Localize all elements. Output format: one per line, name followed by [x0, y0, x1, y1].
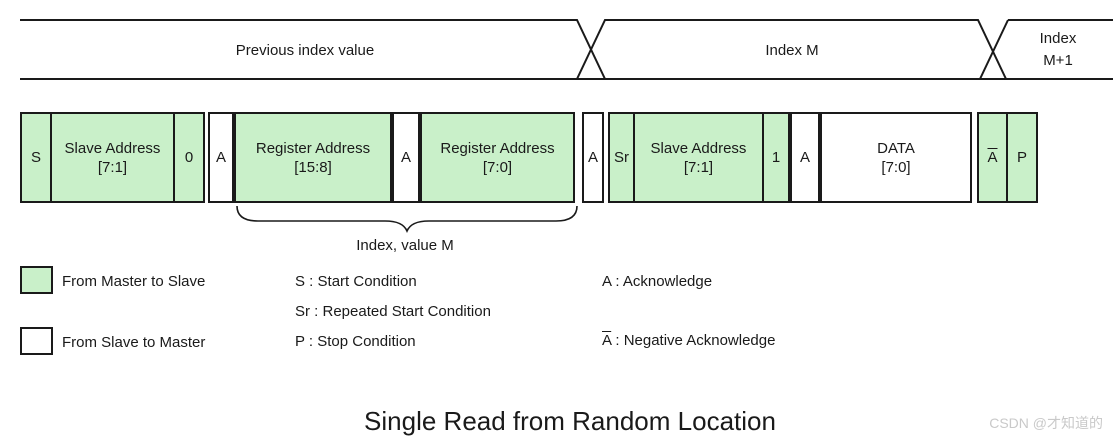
def-text-ack: : Acknowledge — [611, 273, 713, 290]
symbol-s: S — [295, 273, 306, 290]
cell-start-condition: S — [20, 112, 52, 203]
legend-def-stop: P : Stop Condition — [295, 332, 416, 351]
cell-read-bit: 1 — [762, 112, 790, 203]
cell-register-address-low: Register Address [7:0] — [420, 112, 575, 203]
legend-def-nack: A : Negative Acknowledge — [602, 331, 775, 350]
cell-ack-2: A — [392, 112, 420, 203]
legend-def-ack: A : Acknowledge — [602, 272, 712, 291]
index-value-brace — [236, 205, 578, 234]
def-text-start: : Start Condition — [305, 273, 417, 290]
frame-group-read-header: Sr Slave Address [7:1] 1 — [608, 112, 790, 203]
cell-ack-1: A — [208, 112, 234, 203]
diagram-title: Single Read from Random Location — [364, 406, 776, 436]
legend-label-master: From Master to Slave — [62, 273, 206, 290]
symbol-a-bar: A — [602, 332, 612, 349]
band-label-index-m1: Index M+1 — [1039, 30, 1077, 69]
symbol-sr: Sr — [295, 303, 310, 320]
legend-swatch-slave — [20, 327, 53, 355]
legend-def-start: S : Start Condition — [295, 272, 417, 291]
cell-negative-ack: A — [977, 112, 1008, 203]
frame-group-write-header: S Slave Address [7:1] 0 — [20, 112, 205, 203]
def-text-repeated-start: : Repeated Start Condition — [310, 303, 491, 320]
legend-swatch-master — [20, 266, 53, 294]
legend-label-slave: From Slave to Master — [62, 334, 206, 351]
frame-group-stop: A P — [977, 112, 1038, 203]
cell-ack-4: A — [790, 112, 820, 203]
band-label-index-m: Index M — [765, 42, 819, 59]
cell-repeated-start: Sr — [608, 112, 635, 203]
cell-slave-address-read: Slave Address [7:1] — [633, 112, 764, 203]
symbol-a: A — [602, 273, 612, 290]
cell-data: DATA [7:0] — [820, 112, 972, 203]
cell-write-bit: 0 — [173, 112, 205, 203]
cell-slave-address-write: Slave Address [7:1] — [50, 112, 175, 203]
band-label-previous-index: Previous index value — [235, 42, 375, 59]
cell-register-address-high: Register Address [15:8] — [234, 112, 392, 203]
cell-stop-condition: P — [1006, 112, 1038, 203]
def-text-stop: : Stop Condition — [304, 333, 416, 350]
watermark-text: CSDN @才知道的 — [989, 415, 1103, 431]
cell-ack-3: A — [582, 112, 604, 203]
def-text-nack: : Negative Acknowledge — [611, 332, 776, 349]
symbol-p: P — [295, 333, 305, 350]
legend-def-repeated-start: Sr : Repeated Start Condition — [295, 302, 491, 321]
index-value-label: Index, value M — [356, 237, 454, 254]
